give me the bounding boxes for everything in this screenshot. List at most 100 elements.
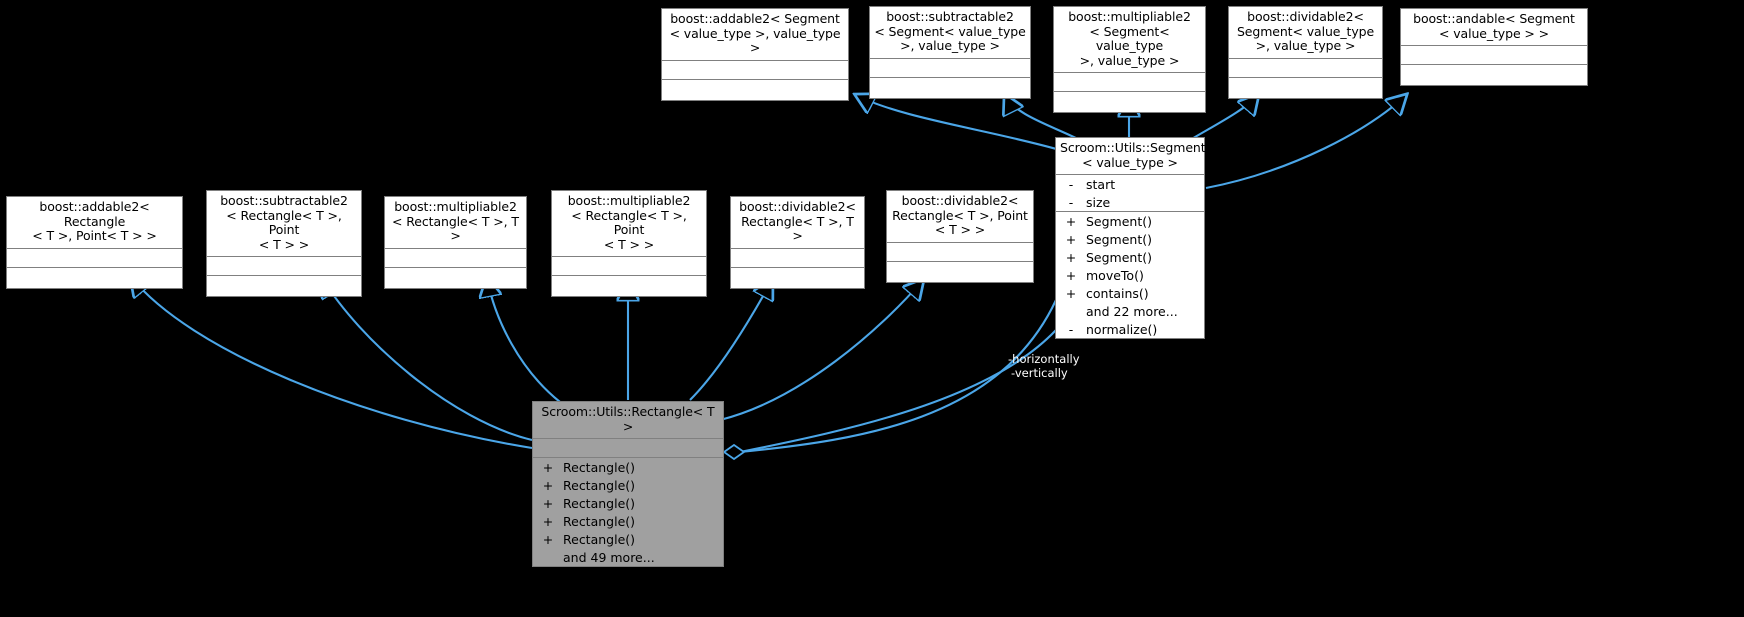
edge-label-vertically: -vertically [1011,366,1068,380]
attributes-compartment [7,247,182,267]
edge-segment-to-addable2 [856,95,1061,152]
attributes-compartment [1229,57,1382,77]
attributes-compartment [552,256,706,275]
attribute-row: - size [1056,193,1204,211]
visibility-marker: - [1068,176,1074,192]
class-title: Scroom::Utils::Segment < value_type > [1060,140,1206,170]
class-title: boost::addable2< Rectangle < T >, Point<… [32,199,157,243]
edge-rectangle-has-segment-vertically [739,299,1057,454]
methods-compartment [731,266,864,288]
method-row: + Segment() [1056,212,1204,230]
class-title: boost::dividable2< Segment< value_type >… [1236,9,1375,53]
edge-rectangle-to-addable2-rectangle [131,277,533,450]
edge-segment-to-andable [1205,95,1406,190]
edge-segment-to-subtractable2 [1005,95,1081,141]
attribute-name: size [1086,194,1111,210]
visibility-marker: + [542,495,554,511]
class-box-rectangle[interactable]: Scroom::Utils::Rectangle< T > + Rectangl… [532,401,724,567]
methods-compartment [1229,76,1382,98]
class-box-segment[interactable]: Scroom::Utils::Segment < value_type > - … [1055,137,1206,339]
methods-compartment [1054,91,1205,112]
aggregation-diamond [722,443,746,461]
class-box-dividable2-rectangle-t[interactable]: boost::dividable2< Rectangle< T >, T > [730,196,865,289]
class-title: boost::multipliable2 < Rectangle< T >, T… [392,199,519,243]
methods-compartment: + Rectangle() + Rectangle() + Rectangle(… [533,457,723,566]
method-name: and 22 more... [1086,303,1178,319]
method-row-more: and 22 more... [1056,302,1204,320]
edge-rectangle-to-dividable2-rectangle-point [719,280,923,422]
class-box-addable2-rectangle[interactable]: boost::addable2< Rectangle < T >, Point<… [6,196,183,289]
class-title: boost::subtractable2 < Rectangle< T >, P… [220,193,348,252]
visibility-marker: + [542,531,554,547]
class-box-multipliable2-rectangle-t[interactable]: boost::multipliable2 < Rectangle< T >, T… [384,196,527,289]
class-box-andable-segment[interactable]: boost::andable< Segment < value_type > > [1400,8,1588,86]
class-box-multipliable2-rectangle-point[interactable]: boost::multipliable2 < Rectangle< T >, P… [551,190,707,297]
method-row: + Segment() [1056,248,1204,266]
methods-compartment [385,266,526,288]
class-title: boost::dividable2< Rectangle< T >, Point… [892,193,1028,237]
methods-compartment [662,78,848,100]
class-title: boost::multipliable2 < Segment< value_ty… [1068,9,1191,68]
edge-label-horizontally: -horizontally [1008,352,1080,366]
attributes-compartment [385,247,526,267]
edge-rectangle-has-segment-horizontally [739,329,1057,454]
visibility-marker: + [542,459,554,475]
attribute-row: - start [1056,175,1204,193]
methods-compartment: + Segment() + Segment() + Segment() + mo… [1056,211,1204,338]
attributes-compartment [1401,45,1587,64]
method-name: Segment() [1086,249,1153,265]
method-row: + Rectangle() [533,530,723,548]
class-title: boost::andable< Segment < value_type > > [1413,11,1575,41]
methods-compartment [870,76,1030,98]
methods-compartment [552,275,706,296]
visibility-marker: + [1065,267,1077,283]
class-title: Scroom::Utils::Rectangle< T > [533,402,723,438]
method-row: + moveTo() [1056,266,1204,284]
method-row: + Segment() [1056,230,1204,248]
methods-compartment [207,275,361,296]
visibility-marker: - [1068,194,1074,210]
method-name: contains() [1086,285,1149,301]
visibility-marker: + [1065,213,1077,229]
attributes-compartment: - start - size [1056,174,1204,211]
method-row: - normalize() [1056,320,1204,338]
method-row: + Rectangle() [533,512,723,530]
method-name: Rectangle() [563,477,636,493]
method-name: Segment() [1086,231,1153,247]
edge-rectangle-to-subtractable2-rectangle [322,278,533,442]
class-box-subtractable2-rectangle[interactable]: boost::subtractable2 < Rectangle< T >, P… [206,190,362,297]
visibility-marker: + [542,513,554,529]
attributes-compartment [870,57,1030,77]
method-row: + Rectangle() [533,494,723,512]
method-row-more: and 49 more... [533,548,723,566]
edge-rectangle-to-multipliable2-rectangle-t [487,278,561,403]
method-name: Segment() [1086,213,1153,229]
method-name: moveTo() [1086,267,1144,283]
edge-segment-to-dividable2 [1189,95,1258,141]
method-row: + contains() [1056,284,1204,302]
class-box-dividable2-segment[interactable]: boost::dividable2< Segment< value_type >… [1228,6,1383,99]
attribute-name: start [1086,176,1116,192]
class-title: boost::multipliable2 < Rectangle< T >, P… [567,193,691,252]
methods-compartment [887,260,1033,282]
visibility-marker: + [1065,249,1077,265]
class-box-addable2-segment[interactable]: boost::addable2< Segment < value_type >,… [661,8,849,101]
attributes-compartment [887,241,1033,261]
method-name: normalize() [1086,321,1158,337]
class-box-subtractable2-segment[interactable]: boost::subtractable2 < Segment< value_ty… [869,6,1031,99]
class-box-dividable2-rectangle-point[interactable]: boost::dividable2< Rectangle< T >, Point… [886,190,1034,283]
attributes-compartment [662,59,848,79]
edge-rectangle-to-dividable2-rectangle-t [689,280,772,401]
method-name: and 49 more... [563,549,655,565]
class-box-multipliable2-segment[interactable]: boost::multipliable2 < Segment< value_ty… [1053,6,1206,113]
method-row: + Rectangle() [533,476,723,494]
visibility-marker: + [1065,231,1077,247]
class-title: boost::dividable2< Rectangle< T >, T > [739,199,856,243]
attributes-compartment [533,438,723,457]
methods-compartment [7,266,182,288]
methods-compartment [1401,64,1587,85]
attributes-compartment [731,247,864,267]
method-name: Rectangle() [563,459,636,475]
